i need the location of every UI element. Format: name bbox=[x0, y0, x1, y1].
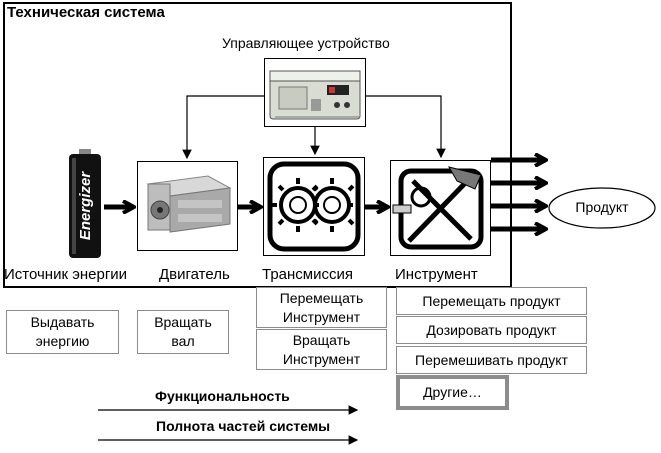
tool-box bbox=[390, 160, 491, 256]
transmission-label: Трансмиссия bbox=[262, 266, 353, 283]
product-label: Продукт bbox=[575, 199, 629, 215]
function-transmission-rotate: Вращать Инструмент bbox=[256, 329, 387, 370]
engine-lego-icon bbox=[146, 175, 232, 233]
transmission-box bbox=[263, 157, 365, 256]
function-transmission-move: Перемещать Инструмент bbox=[256, 287, 387, 328]
function-energy-source: Выдавать энергию bbox=[6, 310, 119, 354]
functionality-axis-label: Функциональность bbox=[155, 388, 290, 404]
function-tool-dose: Дозировать продукт bbox=[396, 316, 587, 344]
tool-label: Инструмент bbox=[395, 266, 478, 283]
control-unit-box bbox=[264, 58, 366, 127]
function-tool-other: Другие… bbox=[396, 375, 509, 410]
battery-brand-text: Energizer bbox=[77, 171, 94, 241]
function-tool-mix: Перемешивать продукт bbox=[396, 346, 587, 374]
function-engine: Вращать вал bbox=[137, 310, 229, 354]
product-ellipse bbox=[548, 187, 656, 229]
control-unit-label: Управляющее устройство bbox=[222, 35, 390, 51]
completeness-axis-label: Полнота частей системы bbox=[156, 418, 331, 434]
function-tool-move: Перемещать продукт bbox=[396, 287, 587, 315]
battery-icon: Energizer bbox=[66, 148, 104, 260]
engine-box bbox=[137, 161, 238, 251]
gears-icon bbox=[267, 161, 361, 252]
tools-icon bbox=[392, 166, 484, 250]
energy-source-label: Источник энергии bbox=[4, 266, 128, 283]
engine-label: Двигатель bbox=[159, 266, 230, 283]
control-unit-device-icon bbox=[269, 70, 361, 120]
system-title: Техническая система bbox=[7, 4, 165, 21]
